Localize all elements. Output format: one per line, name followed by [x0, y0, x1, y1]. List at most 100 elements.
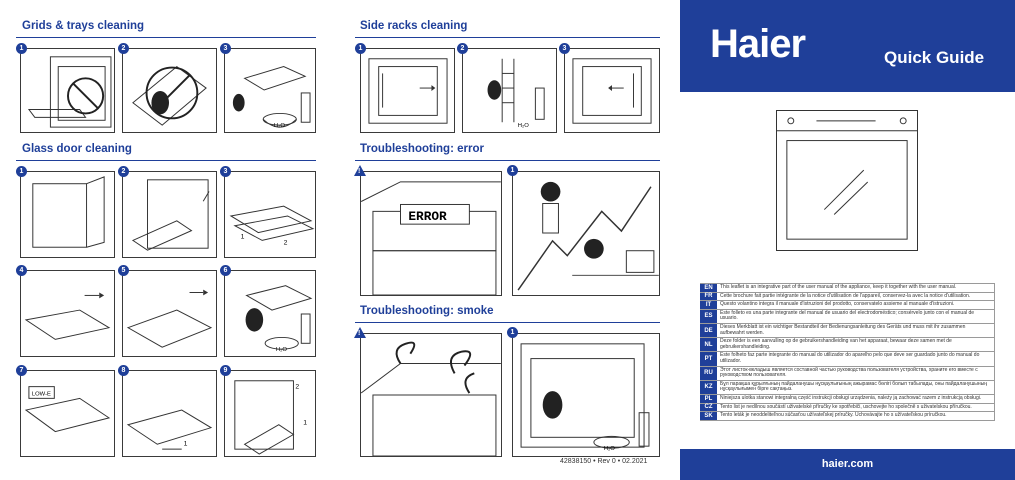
h2o-label: H₂O — [276, 347, 288, 353]
section-title-glass-door: Glass door cleaning — [22, 143, 132, 155]
illustration-glass-lowe: LOW-E — [20, 370, 115, 457]
warning-icon: ! — [354, 165, 366, 176]
language-text: Questo volantino integra il manuale d'is… — [717, 301, 995, 309]
low-e-label: LOW-E — [32, 391, 51, 397]
illustration-call-service — [512, 171, 660, 296]
step-badge: 1 — [16, 166, 27, 177]
step-badge: 9 — [220, 365, 231, 376]
step-badge: 3 — [559, 43, 570, 54]
step-badge: 2 — [457, 43, 468, 54]
illustration-oven-clean: H₂O — [512, 333, 660, 457]
section-rule — [355, 160, 660, 161]
illustration-glass-wash: H₂O — [224, 270, 316, 357]
h2o-label: H₂O — [274, 123, 285, 129]
step-badge: 7 — [16, 365, 27, 376]
language-code: ES — [700, 309, 717, 323]
language-code: PL — [700, 394, 717, 403]
language-code: RU — [700, 366, 717, 380]
language-text: This leaflet is an integrative part of t… — [717, 284, 995, 292]
language-text: Tento leták je neoddeliteľnou súčasťou u… — [717, 412, 995, 420]
quick-guide-title: Quick Guide — [884, 48, 985, 67]
illustration-tray-brush — [122, 48, 217, 133]
oven-illustration — [776, 110, 918, 251]
step-number-label: 1 — [303, 420, 307, 427]
section-title-side-racks: Side racks cleaning — [360, 20, 468, 32]
language-text: Niniejsza ulotka stanowi integralną częś… — [717, 394, 995, 403]
step-badge: 1 — [507, 165, 518, 176]
language-text: Este folleto es una parte integrante del… — [717, 309, 995, 323]
step-badge: 8 — [118, 365, 129, 376]
language-code: IT — [700, 301, 717, 309]
warning-icon: ! — [354, 327, 366, 338]
step-number-label: 1 — [184, 440, 188, 447]
illustration-oven-smoke — [360, 333, 502, 457]
step-badge: 3 — [220, 166, 231, 177]
language-text: Deze folder is een aanvulling op de gebr… — [717, 338, 995, 352]
illustration-glass-lift — [122, 270, 217, 357]
error-label: ERROR — [408, 209, 447, 224]
illustration-tray-wash: H₂O — [224, 48, 316, 133]
step-number-label: 2 — [284, 239, 288, 246]
website-link[interactable]: haier.com — [821, 458, 874, 470]
language-code: DE — [700, 323, 717, 338]
illustration-rack-wash: H₂O — [462, 48, 557, 133]
h2o-label: H₂O — [518, 123, 529, 129]
brand-logo: Haier — [710, 22, 806, 66]
language-text: Этот листок-вкладыш является составной ч… — [717, 366, 995, 380]
illustration-door-lift — [122, 171, 217, 258]
step-number-label: 2 — [295, 384, 299, 391]
language-text: Cette brochure fait partie intégrante de… — [717, 292, 995, 301]
section-title-grids: Grids & trays cleaning — [22, 20, 145, 32]
language-text: Dieses Merkblatt ist ein wichtiger Besta… — [717, 323, 995, 338]
brand-footer: haier.com — [680, 449, 1015, 480]
brand-header — [680, 0, 1015, 92]
step-badge: 3 — [220, 43, 231, 54]
language-code: FR — [700, 292, 717, 301]
illustration-door-open — [20, 171, 115, 258]
language-code: PT — [700, 352, 717, 366]
language-code: KZ — [700, 380, 717, 394]
illustration-glass-remove — [20, 270, 115, 357]
step-badge: 1 — [16, 43, 27, 54]
language-code: SK — [700, 412, 717, 420]
language-text: Бұл парақша құрылғының пайдаланушы нұсқа… — [717, 380, 995, 394]
step-badge: 4 — [16, 265, 27, 276]
illustration-grid-remove — [20, 48, 115, 133]
section-rule — [16, 37, 316, 38]
step-badge: 2 — [118, 166, 129, 177]
h2o-label: H₂O — [604, 446, 616, 452]
step-badge: 6 — [220, 265, 231, 276]
language-code: EN — [700, 284, 717, 292]
document-number: 42838150 • Rev 0 • 02.2021 — [560, 458, 648, 465]
language-text: Este folheto faz parte integrante do man… — [717, 352, 995, 366]
section-rule — [16, 160, 316, 161]
step-number-label: 1 — [241, 233, 245, 240]
section-rule — [355, 322, 660, 323]
section-rule — [355, 37, 660, 38]
step-badge: 1 — [507, 327, 518, 338]
section-title-ts-error: Troubleshooting: error — [360, 143, 484, 155]
step-badge: 2 — [118, 43, 129, 54]
illustration-rack-unhook — [360, 48, 455, 133]
language-text: Tento list je nedílnou součástí uživatel… — [717, 403, 995, 412]
language-code: NL — [700, 338, 717, 352]
step-badge: 5 — [118, 265, 129, 276]
step-badge: 1 — [355, 43, 366, 54]
language-code: CZ — [700, 403, 717, 412]
section-title-ts-smoke: Troubleshooting: smoke — [360, 305, 494, 317]
illustration-oven-error: ERROR — [360, 171, 502, 296]
